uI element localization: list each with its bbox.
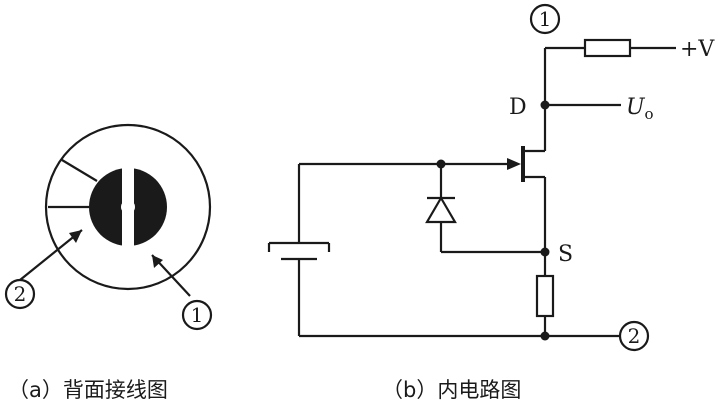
diode-triangle xyxy=(425,195,457,224)
output-label: Uo xyxy=(626,95,654,123)
caption-internal-circuit: （b）内电路图 xyxy=(382,378,521,402)
load-resistor xyxy=(583,38,632,58)
pin2-pointer-line xyxy=(19,229,83,281)
pin1-marker xyxy=(181,299,213,331)
pin2-marker xyxy=(4,278,36,310)
pin1-marker-label: 1 xyxy=(191,303,204,327)
source-resistor xyxy=(535,274,555,318)
back-wiring-view: 2 1 xyxy=(4,123,213,331)
caption-back-wiring: （a）背面接线图 xyxy=(8,378,168,402)
internal-circuit: 1 +V D Uo S xyxy=(267,3,715,352)
ground-node xyxy=(540,331,550,341)
center-hole xyxy=(121,200,135,214)
terminal-1-label: 1 xyxy=(539,7,552,31)
pin2-arrowhead xyxy=(69,230,82,243)
pin1-arrowhead xyxy=(152,255,163,268)
terminal-2-marker xyxy=(618,320,650,352)
gate-arrow xyxy=(507,158,521,170)
sensor-outer-housing xyxy=(44,123,212,291)
terminal-1-marker xyxy=(529,3,561,35)
source-label: S xyxy=(558,242,573,267)
lead-line-upper xyxy=(61,159,98,182)
supply-label: +V xyxy=(680,37,715,62)
drain-label: D xyxy=(509,95,527,120)
pin2-marker-label: 2 xyxy=(14,282,27,306)
terminal-2-label: 2 xyxy=(628,324,641,348)
